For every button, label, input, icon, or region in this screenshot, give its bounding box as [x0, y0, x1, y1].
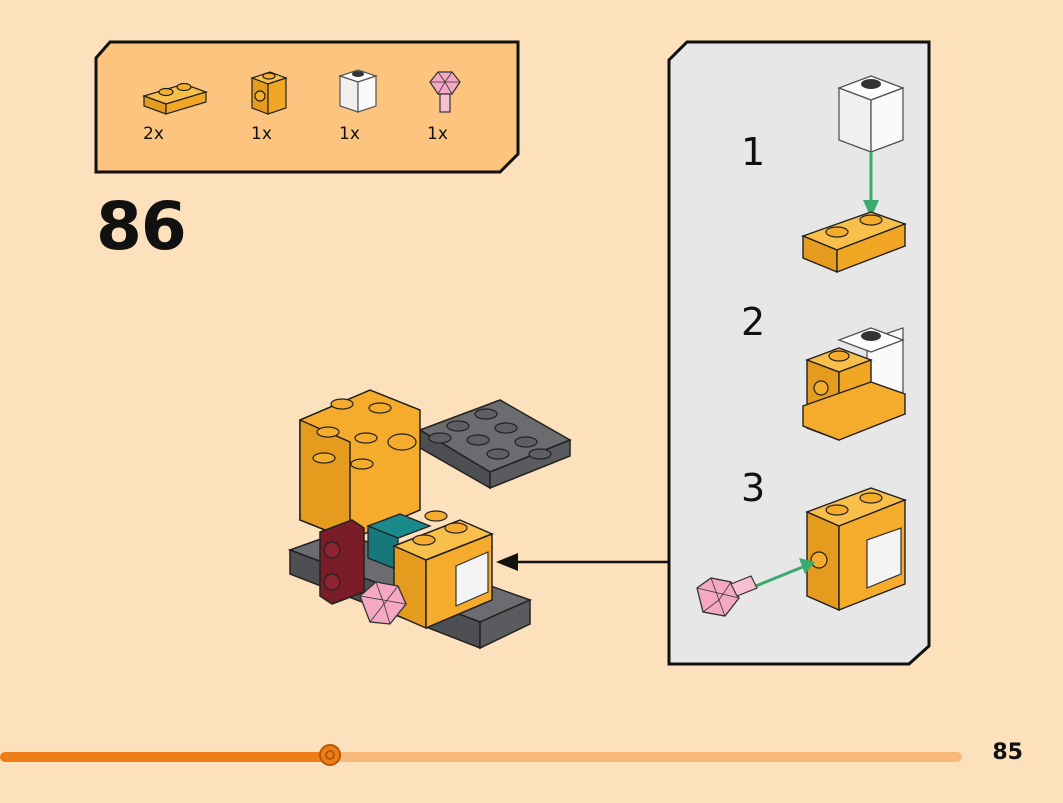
sub-step-number: 2 [741, 300, 766, 344]
part-quantity: 1x [427, 124, 448, 144]
part-quantity: 1x [339, 124, 360, 144]
orange-bracket-brick-icon [250, 71, 288, 115]
sub-step-3-illustration [696, 487, 908, 617]
page-number: 85 [992, 740, 1023, 765]
parts-list-box [94, 40, 520, 174]
pink-gem-icon [429, 71, 461, 113]
orange-plate-1x2-icon [142, 82, 208, 115]
part-quantity: 2x [143, 124, 164, 144]
insert-arrow [496, 553, 668, 571]
part-quantity: 1x [251, 124, 272, 144]
sub-step-number: 1 [741, 130, 766, 174]
sub-assembly-panel [667, 40, 931, 666]
progress-track [0, 752, 962, 762]
progress-fill [0, 752, 330, 762]
sub-step-1-illustration [801, 75, 908, 274]
sub-step-2-illustration [802, 327, 906, 442]
progress-knob[interactable] [319, 744, 341, 766]
main-model-illustration [287, 389, 572, 650]
step-number: 86 [96, 188, 187, 265]
sub-step-number: 3 [741, 466, 766, 510]
clear-brick-1x1-icon [338, 69, 378, 113]
